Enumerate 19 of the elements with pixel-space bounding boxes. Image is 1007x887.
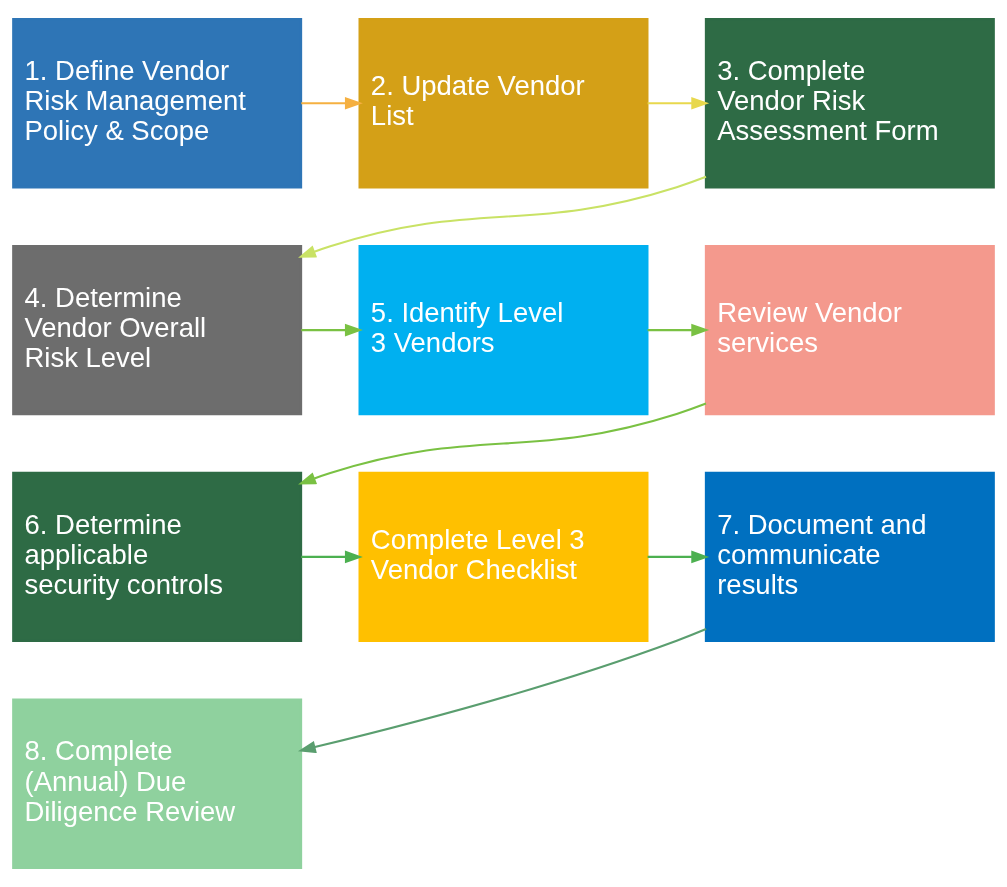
arrow bbox=[298, 402, 707, 485]
arrow bbox=[297, 628, 707, 754]
arrow bbox=[301, 97, 363, 110]
node-box: 5. Identify Level 3 Vendors bbox=[358, 244, 649, 416]
node-box: 2. Update Vendor List bbox=[358, 18, 649, 189]
node-box: 8. Complete (Annual) Due Diligence Review bbox=[12, 698, 303, 869]
node-box: 4. Determine Vendor Overall Risk Level bbox=[12, 244, 303, 416]
node-box: Complete Level 3 Vendor Checklist bbox=[358, 471, 649, 643]
node-box: 1. Define Vendor Risk Management Policy & Scope bbox=[12, 18, 303, 189]
arrow bbox=[301, 323, 363, 337]
node-box: 7. Document and communicate results bbox=[704, 471, 995, 643]
arrow bbox=[647, 97, 710, 110]
node-box: 6. Determine applicable security controls bbox=[12, 471, 303, 643]
arrow bbox=[647, 550, 710, 564]
arrow bbox=[647, 323, 710, 337]
arrow bbox=[298, 175, 707, 258]
node-box: 3. Complete Vendor Risk Assessment Form bbox=[704, 18, 995, 189]
arrow bbox=[301, 550, 363, 564]
node-box: Review Vendor services bbox=[704, 244, 995, 416]
